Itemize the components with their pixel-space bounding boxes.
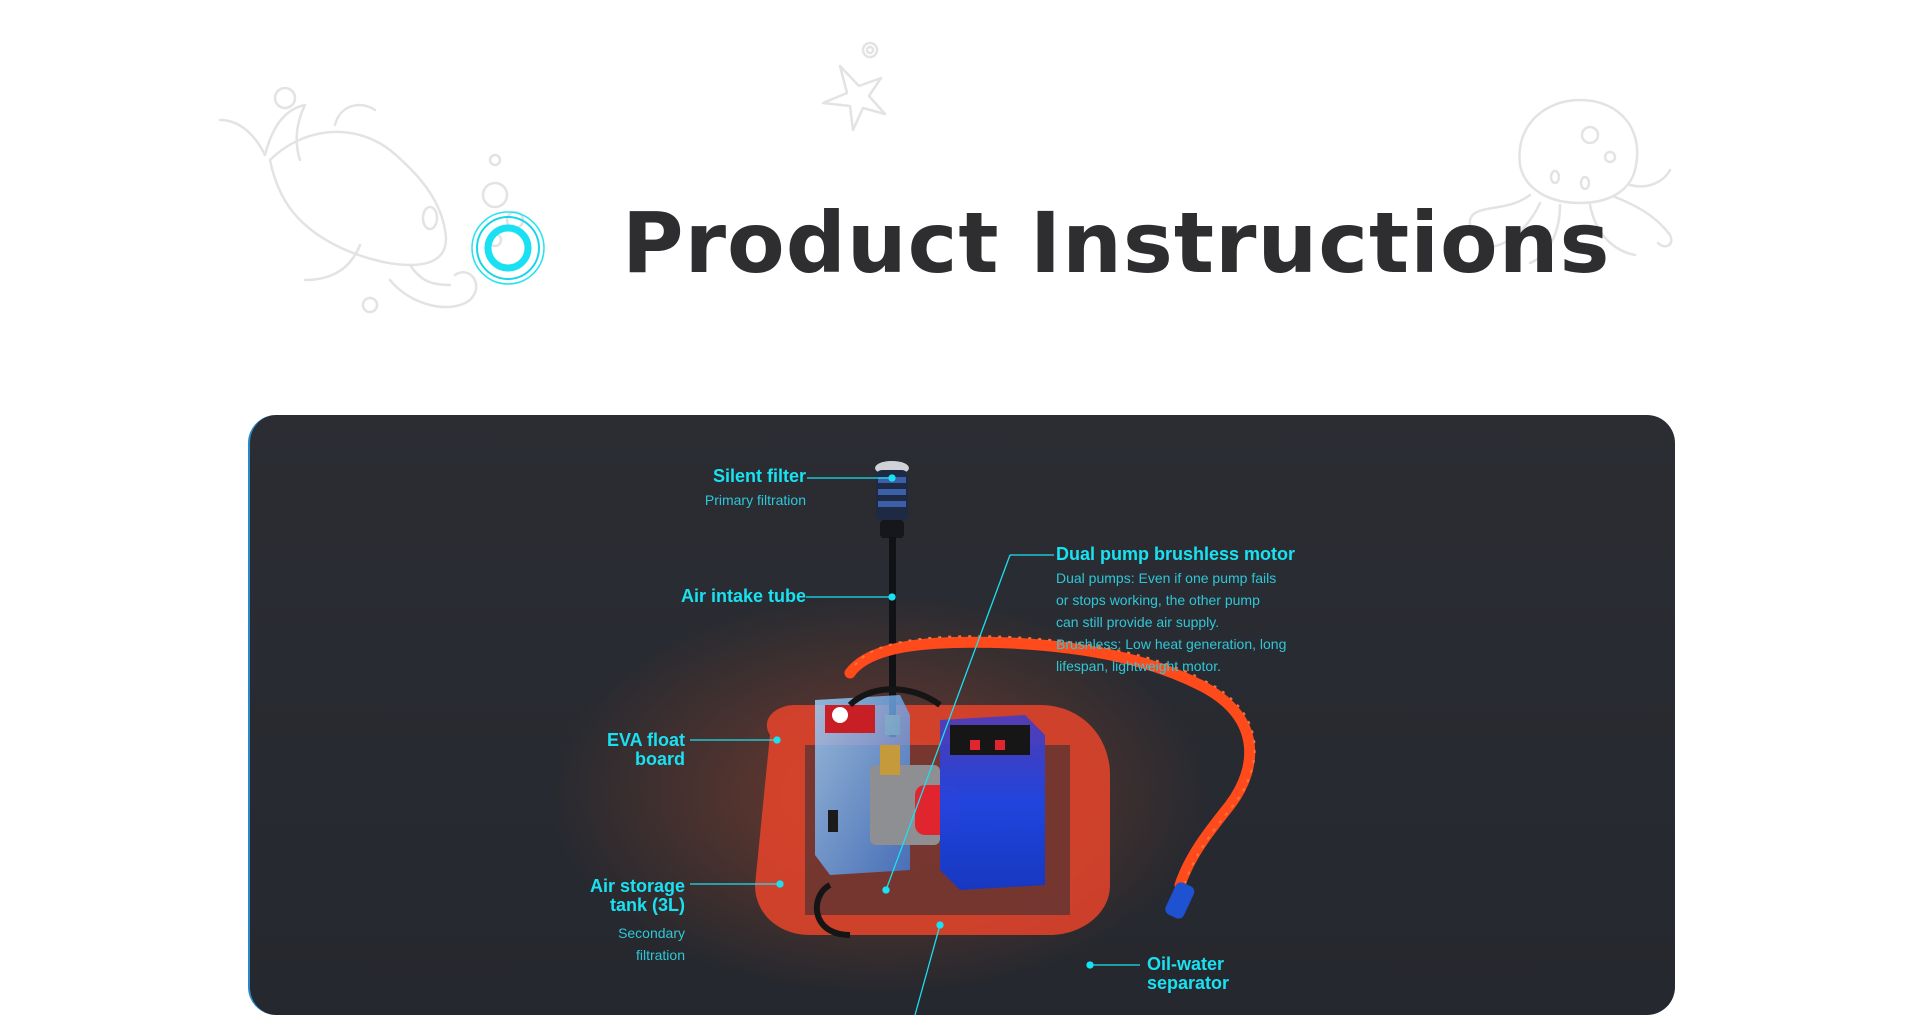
silent-filter-subtitle: Primary filtration — [704, 492, 806, 508]
dual-pump-motor-description: Dual pumps: Even if one pump fails or st… — [1056, 567, 1286, 677]
air-storage-tank-subtitle-line2: filtration — [635, 947, 685, 963]
eva-float-board-label-line1: EVA float — [606, 730, 685, 750]
dual-pump-line-5: lifespan, lightweight motor. — [1056, 658, 1221, 674]
dual-pump-motor-label: Dual pump brushless motor — [1056, 544, 1296, 564]
dolphin-sketch-icon — [218, 86, 525, 314]
air-storage-tank-subtitle-line1: Secondary — [618, 925, 685, 941]
starfish-sketch-icon — [821, 41, 887, 132]
dual-pump-line-4: Brushless: Low heat generation, long — [1056, 636, 1287, 652]
product-diagram-panel: Silent filter Primary filtration Air int… — [248, 415, 1675, 1015]
air-storage-tank-label-line1: Air storage — [589, 876, 685, 896]
air-intake-tube-label: Air intake tube — [680, 586, 806, 606]
silent-filter-label: Silent filter — [712, 466, 806, 486]
page-title: Product Instructions — [622, 194, 1611, 292]
dual-pump-line-2: or stops working, the other pump — [1056, 592, 1260, 608]
dual-pump-line-1: Dual pumps: Even if one pump fails — [1056, 570, 1277, 586]
product-illustration — [550, 461, 1256, 1015]
dual-pump-line-3: can still provide air supply. — [1056, 614, 1220, 630]
eva-float-board-label-line2: board — [634, 749, 685, 769]
air-storage-tank-label-line2: tank (3L) — [609, 895, 685, 915]
target-icon — [471, 211, 545, 285]
oil-water-separator-label-line1: Oil-water — [1147, 954, 1225, 974]
octopus-sketch-icon — [1468, 98, 1673, 265]
